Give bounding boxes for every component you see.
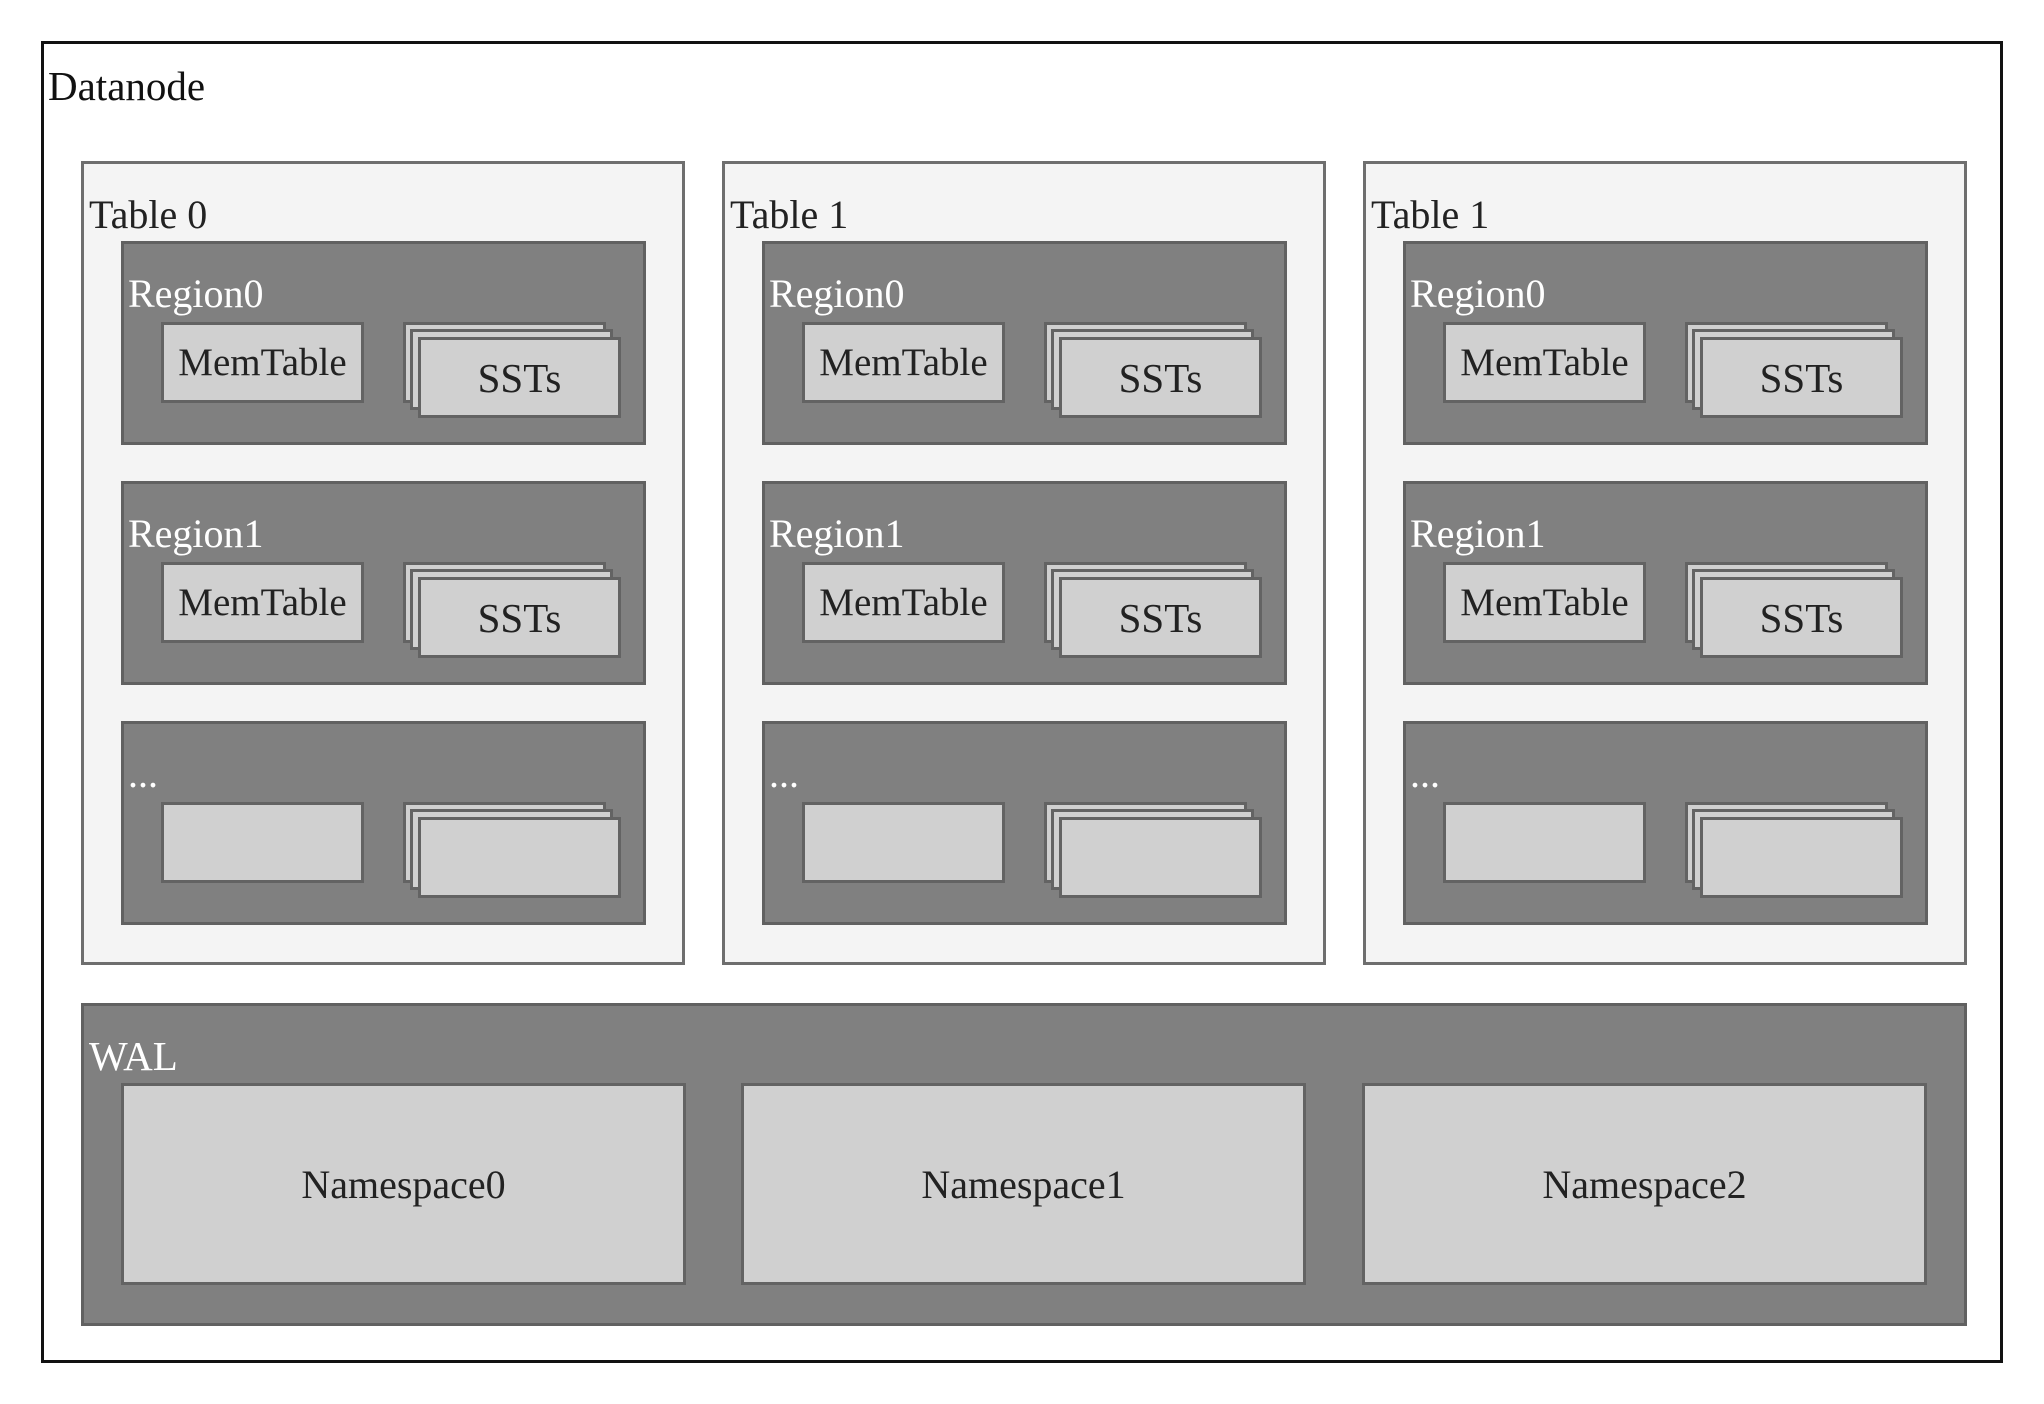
table-1-region-more-memtable bbox=[802, 802, 1005, 883]
table-0-region-more-memtable bbox=[161, 802, 364, 883]
table-2-region-0-label: Region0 bbox=[1410, 271, 1546, 316]
table-1-region-0-memtable: MemTable bbox=[802, 322, 1005, 403]
table-1-region-1-label: Region1 bbox=[769, 511, 905, 556]
datanode-label: Datanode bbox=[48, 63, 206, 109]
table-0-region-more-label: ... bbox=[128, 751, 158, 796]
wal-namespace-0: Namespace0 bbox=[121, 1083, 686, 1285]
table-0-region-1-memtable: MemTable bbox=[161, 562, 364, 643]
wal-namespace-2: Namespace2 bbox=[1362, 1083, 1927, 1285]
table-1-region-1-ssts: SSTs bbox=[1059, 577, 1262, 658]
table-0-label: Table 0 bbox=[89, 192, 208, 237]
table-1-region-0-label: Region0 bbox=[769, 271, 905, 316]
table-1-label: Table 1 bbox=[730, 192, 849, 237]
table-2-region-0-memtable: MemTable bbox=[1443, 322, 1646, 403]
table-1-region-more-ssts bbox=[1059, 817, 1262, 898]
table-2-region-more-memtable bbox=[1443, 802, 1646, 883]
table-1-region-0-ssts: SSTs bbox=[1059, 337, 1262, 418]
table-0-region-0-memtable: MemTable bbox=[161, 322, 364, 403]
table-1-region-1-memtable: MemTable bbox=[802, 562, 1005, 643]
table-0-region-1-label: Region1 bbox=[128, 511, 264, 556]
table-1-region-more-label: ... bbox=[769, 751, 799, 796]
wal-namespace-1: Namespace1 bbox=[741, 1083, 1306, 1285]
table-2-region-0-ssts: SSTs bbox=[1700, 337, 1903, 418]
table-0-region-0-ssts: SSTs bbox=[418, 337, 621, 418]
table-0-region-0-label: Region0 bbox=[128, 271, 264, 316]
table-2-region-1-ssts: SSTs bbox=[1700, 577, 1903, 658]
table-0-region-1-ssts: SSTs bbox=[418, 577, 621, 658]
table-2-region-more-ssts bbox=[1700, 817, 1903, 898]
table-0-region-more-ssts bbox=[418, 817, 621, 898]
table-2-label: Table 1 bbox=[1371, 192, 1490, 237]
wal-label: WAL bbox=[89, 1033, 178, 1079]
table-2-region-more-label: ... bbox=[1410, 751, 1440, 796]
table-2-region-1-memtable: MemTable bbox=[1443, 562, 1646, 643]
table-2-region-1-label: Region1 bbox=[1410, 511, 1546, 556]
